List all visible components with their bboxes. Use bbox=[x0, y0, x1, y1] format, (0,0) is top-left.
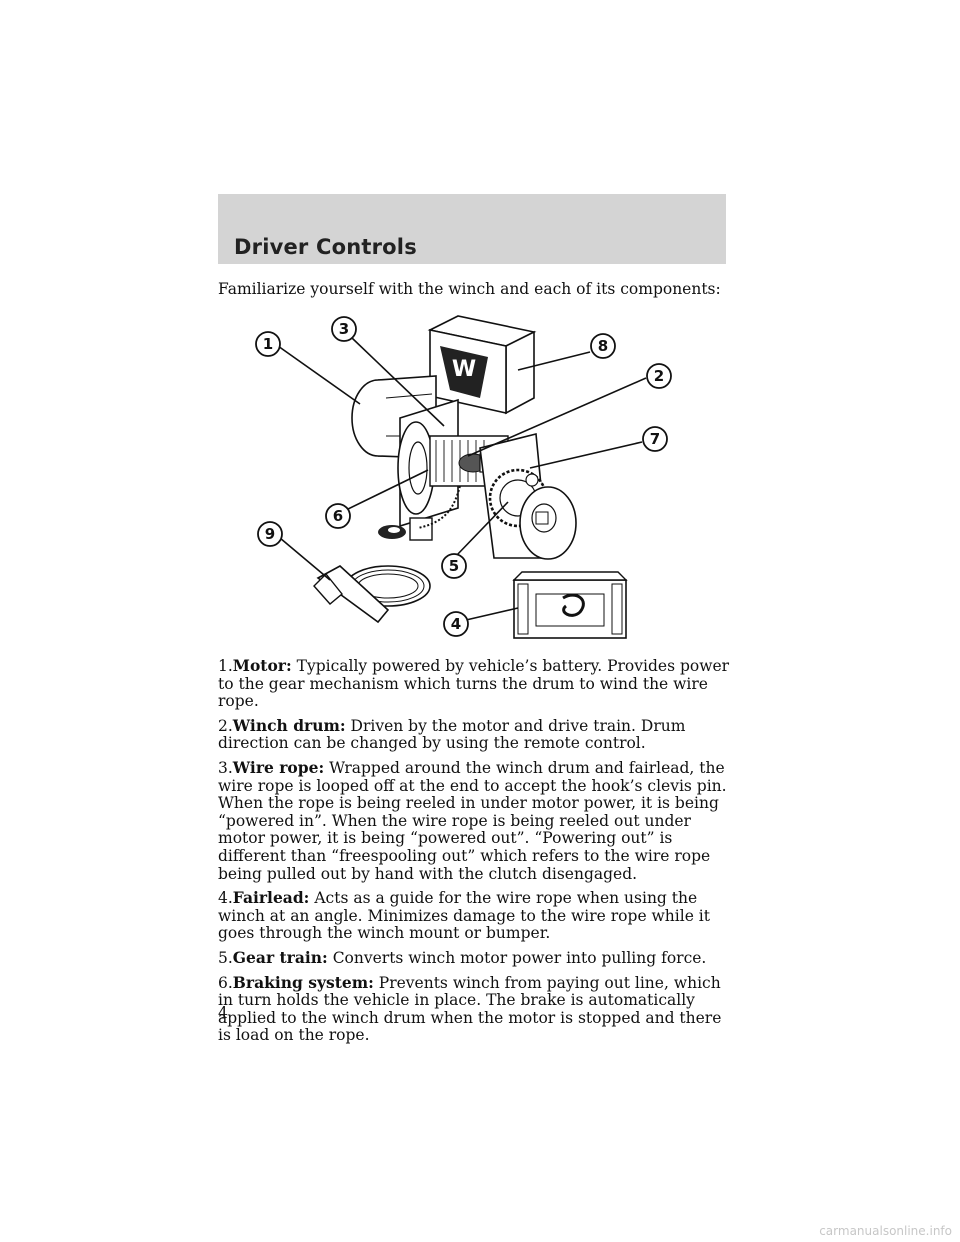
svg-text:4: 4 bbox=[451, 615, 461, 633]
svg-text:2: 2 bbox=[654, 367, 664, 385]
leader-5 bbox=[455, 501, 509, 557]
callout-2: 2 bbox=[646, 363, 672, 389]
intro-text: Familiarize yourself with the winch and … bbox=[218, 280, 721, 298]
component-item: 3.Wire rope: Wrapped around the winch dr… bbox=[218, 759, 732, 883]
component-list: 1.Motor: Typically powered by vehicle’s … bbox=[218, 657, 732, 1051]
gear-train bbox=[479, 432, 577, 560]
svg-text:3: 3 bbox=[339, 320, 349, 338]
leader-8 bbox=[517, 351, 591, 371]
leader-1 bbox=[277, 345, 361, 405]
component-item: 6.Braking system: Prevents winch from pa… bbox=[218, 972, 732, 1045]
component-item: 1.Motor: Typically powered by vehicle’s … bbox=[218, 657, 732, 711]
item-text: Converts winch motor power into pulling … bbox=[332, 948, 707, 967]
item-number: 3. bbox=[218, 758, 233, 777]
item-term: Fairlead: bbox=[232, 888, 310, 908]
watermark: carmanualsonline.info bbox=[819, 1224, 952, 1238]
drum-housing bbox=[397, 398, 459, 541]
logo-icon bbox=[440, 346, 488, 398]
leader-9 bbox=[279, 537, 331, 581]
leader-2 bbox=[467, 377, 647, 457]
item-term: Motor: bbox=[232, 656, 292, 675]
winch-diagram: W bbox=[255, 315, 672, 639]
item-text: Driven by the motor and drive train. Dru… bbox=[218, 716, 686, 753]
svg-text:7: 7 bbox=[650, 430, 660, 448]
item-number: 1. bbox=[218, 657, 233, 675]
callout-6: 6 bbox=[325, 503, 351, 529]
item-text: Acts as a guide for the wire rope when u… bbox=[218, 889, 710, 943]
callout-3: 3 bbox=[331, 316, 357, 342]
item-text: Prevents winch from paying out line, whi… bbox=[218, 973, 722, 1045]
svg-text:8: 8 bbox=[598, 337, 608, 355]
item-text: Wrapped around the winch drum and fairle… bbox=[218, 758, 727, 883]
leader-4 bbox=[465, 607, 519, 621]
remote-control bbox=[313, 565, 431, 624]
cable-plug bbox=[378, 485, 461, 539]
item-number: 5. bbox=[218, 948, 233, 967]
item-term: Gear train: bbox=[232, 947, 328, 967]
callout-5: 5 bbox=[441, 553, 467, 579]
leader-7 bbox=[529, 441, 643, 469]
leader-6 bbox=[345, 469, 429, 511]
fairlead bbox=[512, 571, 628, 639]
callout-1: 1 bbox=[255, 331, 281, 357]
callout-7: 7 bbox=[642, 426, 668, 452]
leader-3 bbox=[351, 337, 445, 427]
section-title: Driver Controls bbox=[234, 235, 417, 259]
svg-text:6: 6 bbox=[333, 507, 343, 525]
svg-text:5: 5 bbox=[449, 557, 459, 575]
svg-text:9: 9 bbox=[265, 525, 275, 543]
item-term: Braking system: bbox=[232, 972, 374, 992]
logo-letter: W bbox=[452, 357, 476, 382]
item-term: Wire rope: bbox=[232, 757, 325, 777]
component-item: 2.Winch drum: Driven by the motor and dr… bbox=[218, 715, 732, 753]
svg-text:1: 1 bbox=[263, 335, 273, 353]
callout-9: 9 bbox=[257, 521, 283, 547]
item-text: Typically powered by vehicle’s battery. … bbox=[218, 657, 730, 711]
component-item: 5.Gear train: Converts winch motor power… bbox=[218, 949, 732, 968]
callout-8: 8 bbox=[590, 333, 616, 359]
callout-4: 4 bbox=[443, 611, 469, 637]
section-header: Driver Controls bbox=[218, 194, 726, 264]
component-item: 4.Fairlead: Acts as a guide for the wire… bbox=[218, 889, 732, 943]
page-number: 4 bbox=[218, 1004, 228, 1022]
control-box: W bbox=[427, 315, 537, 415]
item-term: Winch drum: bbox=[232, 715, 346, 735]
item-number: 4. bbox=[218, 889, 233, 908]
item-number: 2. bbox=[218, 716, 233, 735]
item-number: 6. bbox=[218, 973, 233, 992]
